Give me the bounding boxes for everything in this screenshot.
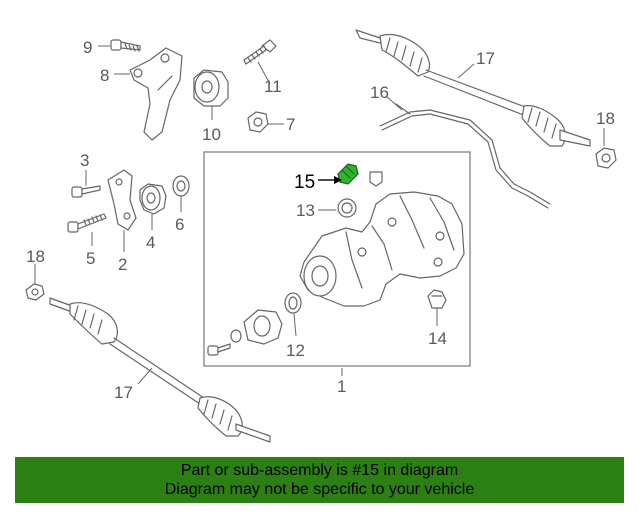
leader-17-lower <box>137 367 153 385</box>
leader-17-upper <box>457 63 475 79</box>
axle-shaft-part-17-upper[interactable] <box>355 29 591 147</box>
callout-17-lower: 17 <box>114 383 133 402</box>
leader-16 <box>385 95 403 111</box>
callout-15: 15 <box>294 172 315 193</box>
callout-7: 7 <box>286 115 295 134</box>
bolt-part-5[interactable] <box>67 213 107 233</box>
bracket-part-8[interactable] <box>129 47 183 141</box>
bushing-part-4[interactable] <box>139 183 167 215</box>
banner-line-2: Diagram may not be specific to your vehi… <box>164 481 475 498</box>
nut-part-7[interactable] <box>247 111 269 133</box>
leader-15-arrow <box>334 176 342 184</box>
callout-3: 3 <box>80 151 89 170</box>
callout-16: 16 <box>370 83 389 102</box>
bolt-part-9[interactable] <box>110 39 141 52</box>
collar-part-6[interactable] <box>172 175 190 197</box>
bracket-part-2[interactable] <box>107 169 137 231</box>
callout-13: 13 <box>296 201 315 220</box>
vent-part-15-highlighted[interactable] <box>337 163 359 185</box>
callout-1: 1 <box>337 377 346 396</box>
callout-17-upper: 17 <box>476 49 495 68</box>
bushing-part-10[interactable] <box>193 69 229 107</box>
nut-part-18-left[interactable] <box>25 283 45 301</box>
callout-5: 5 <box>86 249 95 268</box>
callout-10: 10 <box>202 125 221 144</box>
callout-14: 14 <box>428 329 447 348</box>
bolt-part-11[interactable] <box>243 39 277 65</box>
axle-shaft-part-17-lower[interactable] <box>49 297 271 443</box>
differential-housing[interactable] <box>299 191 465 307</box>
plug-part-14[interactable] <box>427 289 447 309</box>
flange-adapter[interactable] <box>207 309 283 356</box>
callout-6: 6 <box>175 215 184 234</box>
bolt-part-3[interactable] <box>71 185 101 198</box>
callout-18-right: 18 <box>596 109 615 128</box>
banner-line-1: Part or sub-assembly is #15 in diagram <box>180 462 459 479</box>
callout-18-left: 18 <box>26 247 45 266</box>
seal-part-12[interactable] <box>284 292 302 314</box>
assembly-box <box>203 151 471 367</box>
callout-9: 9 <box>83 38 92 57</box>
leader-12 <box>293 313 297 337</box>
callout-12: 12 <box>286 341 305 360</box>
callout-4: 4 <box>146 233 155 252</box>
tube-part-16[interactable] <box>379 103 551 209</box>
seal-part-13[interactable] <box>337 198 357 218</box>
callout-11: 11 <box>264 77 282 96</box>
callout-8: 8 <box>100 66 109 85</box>
callout-2: 2 <box>118 255 127 274</box>
cap-top[interactable] <box>369 171 383 187</box>
leader-11 <box>257 61 271 85</box>
nut-part-18-right[interactable] <box>595 147 617 169</box>
info-banner: Part or sub-assembly is #15 in diagram D… <box>15 457 624 503</box>
